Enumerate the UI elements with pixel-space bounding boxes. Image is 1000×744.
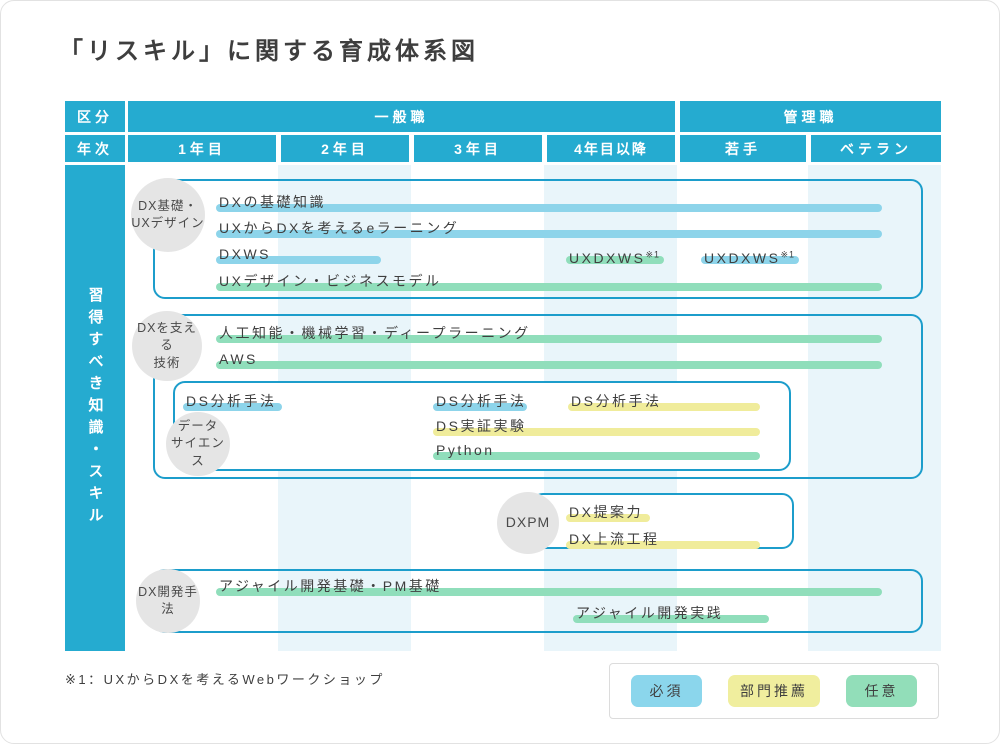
course-bar (566, 256, 664, 264)
legend-chip-recommended: 部門推薦 (728, 675, 820, 707)
header-year-label: 年次 (65, 135, 125, 162)
course-bar (701, 256, 799, 264)
course-item: DS分析手法 (183, 393, 282, 411)
course-item: AWS (216, 351, 882, 369)
course-item: DXWS (216, 246, 381, 264)
group-circle-dx-basics: DX基礎・ UXデザイン (131, 178, 205, 252)
header-col-year1: 1年目 (128, 135, 276, 162)
course-bar (568, 403, 760, 411)
header-col-year4plus: 4年目以降 (547, 135, 675, 162)
course-bar (566, 514, 650, 522)
course-item: DXの基礎知識 (216, 194, 882, 212)
page-title: 「リスキル」に関する育成体系図 (59, 38, 479, 65)
header-group-management: 管理職 (680, 101, 941, 132)
course-bar (216, 283, 882, 291)
course-bar (216, 204, 882, 212)
course-item: アジャイル開発基礎・PM基礎 (216, 578, 882, 596)
course-bar (573, 615, 769, 623)
course-item: UXDXWS※1 (566, 246, 664, 266)
legend-chip-required: 必須 (631, 675, 702, 707)
course-item: 人工知能・機械学習・ディープラーニング (216, 325, 882, 343)
course-bar (566, 541, 760, 549)
course-bar (216, 588, 882, 596)
header-col-veteran: ベテラン (811, 135, 941, 162)
group-circle-dx-dev: DX開発手法 (136, 569, 200, 633)
group-box-dx-tech (153, 314, 923, 479)
header-category-label: 区分 (65, 101, 125, 132)
course-bar (433, 428, 760, 436)
footnote: ※1：UXからDXを考えるWebワークショップ (65, 672, 385, 687)
course-item: UXデザイン・ビジネスモデル (216, 273, 882, 291)
course-bar (183, 403, 282, 411)
group-circle-dxpm: DXPM (497, 492, 559, 554)
course-bar (433, 403, 527, 411)
header-col-young: 若手 (680, 135, 806, 162)
course-item: アジャイル開発実践 (573, 605, 769, 623)
course-item: DS分析手法 (433, 393, 527, 411)
course-item: DS実証実験 (433, 418, 760, 436)
group-circle-dx-tech: DXを支える 技術 (132, 311, 202, 381)
course-item: UXからDXを考えるeラーニング (216, 220, 882, 238)
legend-box: 必須 部門推薦 任意 (609, 663, 939, 719)
header-col-year2: 2年目 (281, 135, 409, 162)
sidebar-label: 習得すべき知識・スキル (86, 287, 104, 529)
group-circle-data-science: データ サイエンス (166, 412, 230, 476)
course-item: DX提案力 (566, 504, 650, 522)
course-item: DX上流工程 (566, 531, 760, 549)
course-bar (433, 452, 760, 460)
course-item: UXDXWS※1 (701, 246, 799, 266)
header-col-year3: 3年目 (414, 135, 542, 162)
course-bar (216, 335, 882, 343)
course-bar (216, 361, 882, 369)
header-group-general: 一般職 (128, 101, 675, 132)
course-bar (216, 230, 882, 238)
sidebar-skills-band: 習得すべき知識・スキル (65, 165, 125, 651)
course-bar (216, 256, 381, 264)
legend-chip-optional: 任意 (846, 675, 917, 707)
course-item: Python (433, 442, 760, 460)
course-item: DS分析手法 (568, 393, 760, 411)
